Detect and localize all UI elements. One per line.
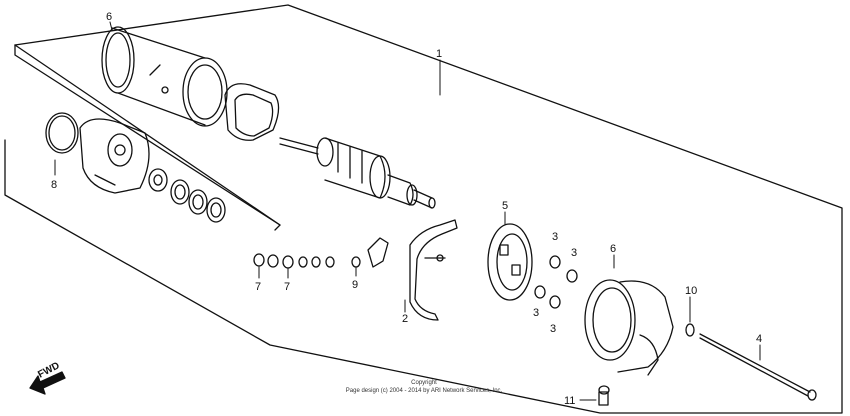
callout-11: 11	[564, 395, 575, 407]
terminal-clip	[367, 237, 389, 268]
callout-3c: 3	[533, 307, 539, 319]
callout-9: 9	[352, 279, 358, 291]
through-bolt	[699, 333, 817, 401]
callout-7b: 7	[284, 281, 290, 293]
callout-1: 1	[436, 48, 442, 60]
callout-6-top: 6	[106, 11, 112, 23]
plate-nuts	[534, 255, 578, 309]
mount-bolt	[598, 385, 610, 406]
washer-set	[148, 168, 226, 223]
bolt-washer	[685, 323, 695, 337]
rear-cover	[584, 279, 674, 376]
callout-2: 2	[402, 313, 408, 325]
callout-10: 10	[685, 285, 697, 297]
copyright-line1: Copyright	[411, 380, 437, 386]
callout-3a: 3	[552, 231, 558, 243]
copyright-line2: Page design (c) 2004 - 2014 by ARI Netwo…	[346, 388, 503, 394]
brush-holder	[409, 219, 458, 321]
callout-5: 5	[502, 200, 508, 212]
callout-7a: 7	[255, 281, 261, 293]
callout-3d: 3	[550, 323, 556, 335]
armature	[279, 137, 436, 209]
yoke-housing	[101, 26, 228, 127]
field-ring	[224, 83, 280, 141]
insulator	[351, 256, 361, 268]
fwd-arrow-icon	[29, 371, 66, 395]
callout-6-right: 6	[610, 243, 616, 255]
o-ring	[45, 112, 79, 154]
callout-8: 8	[51, 179, 57, 191]
terminal-nuts	[253, 253, 335, 269]
brush-plate	[487, 223, 533, 301]
callout-4: 4	[756, 333, 762, 345]
callout-3b: 3	[571, 247, 577, 259]
assembly-boundary	[4, 4, 843, 414]
front-cover	[79, 118, 150, 194]
